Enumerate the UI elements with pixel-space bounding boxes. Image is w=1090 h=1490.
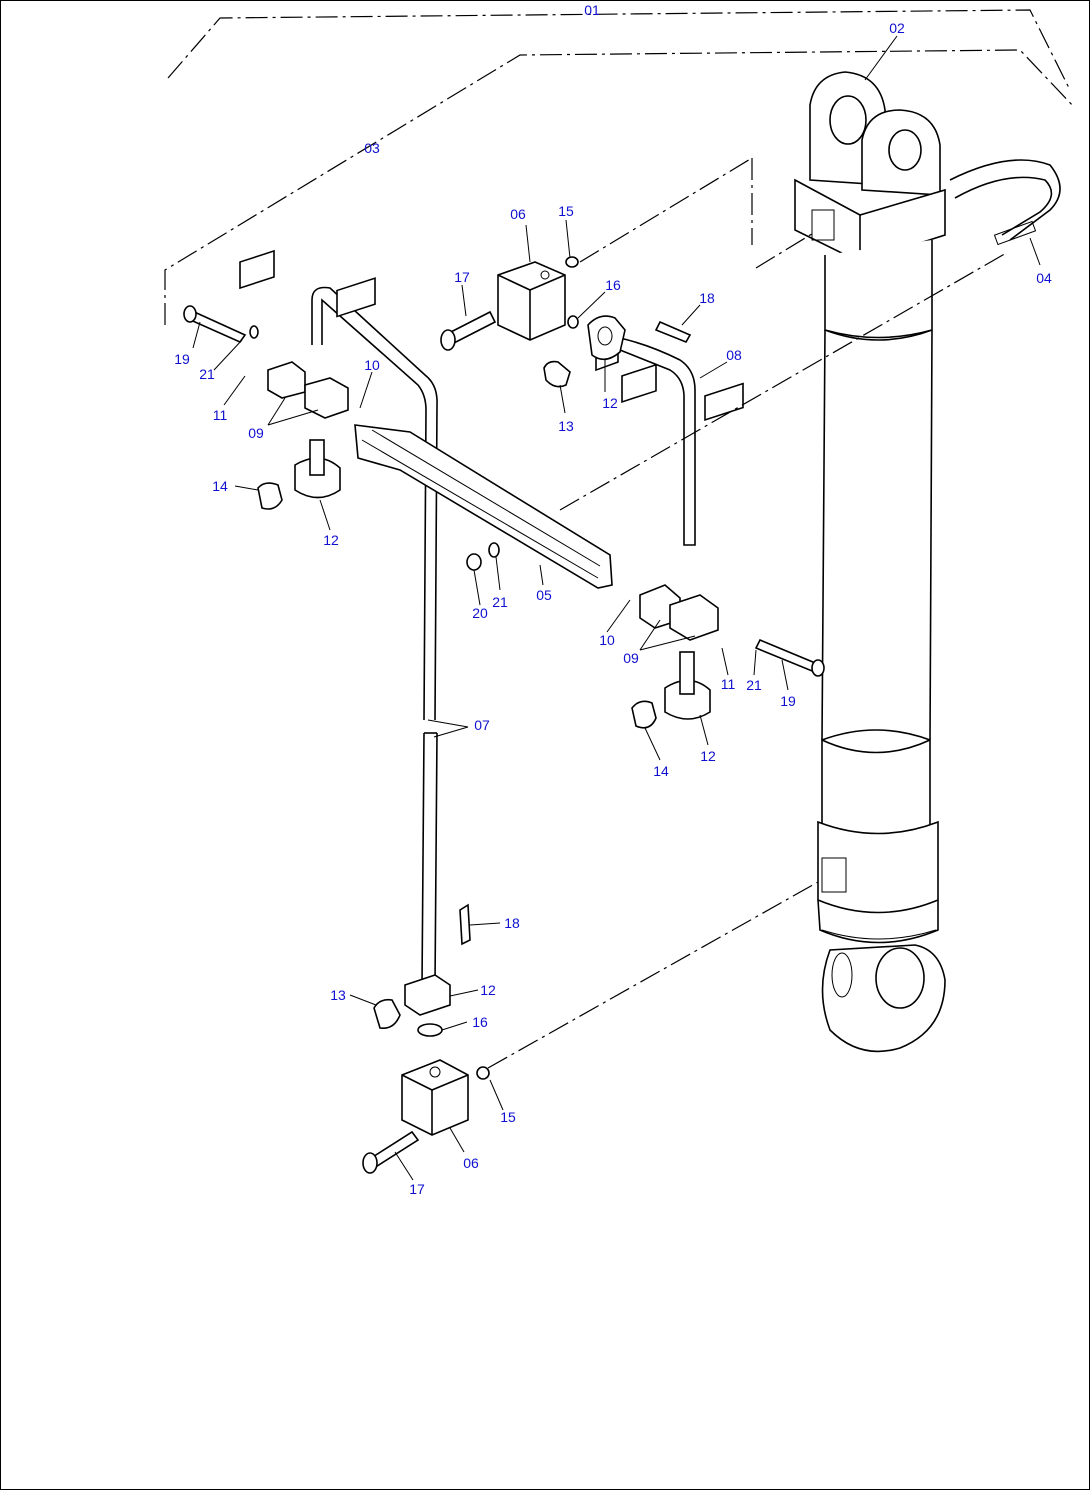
callout-12-bottom: 12 xyxy=(480,982,496,998)
callout-labels: 01 02 03 04 05 06 06 07 08 09 09 10 10 1… xyxy=(174,2,1052,1197)
callout-04: 04 xyxy=(1036,270,1052,286)
connection-lines xyxy=(487,231,1009,1069)
callout-11-right: 11 xyxy=(721,676,736,692)
callout-14-left: 14 xyxy=(212,478,228,494)
callout-09-left: 09 xyxy=(248,425,264,441)
callout-10-right: 10 xyxy=(599,632,615,648)
callout-14-right: 14 xyxy=(653,763,669,779)
clamp-set-right xyxy=(466,363,825,729)
callout-21-mid: 21 xyxy=(492,594,508,610)
tube-07 xyxy=(311,286,438,986)
callout-12-left: 12 xyxy=(323,532,339,548)
callout-21-left: 21 xyxy=(199,366,215,382)
callout-03: 03 xyxy=(364,140,380,156)
callout-19-right: 19 xyxy=(780,693,796,709)
valve-block-06-bottom xyxy=(362,903,490,1174)
callout-12-top: 12 xyxy=(602,395,618,411)
callout-01: 01 xyxy=(584,2,600,18)
callout-20: 20 xyxy=(472,605,488,621)
leader-lines xyxy=(192,35,1041,1181)
clamp-set-left xyxy=(183,249,376,510)
callout-13-top: 13 xyxy=(558,418,574,434)
tube-08 xyxy=(619,337,696,546)
callout-02: 02 xyxy=(889,20,905,36)
callout-21-right: 21 xyxy=(746,677,762,693)
callout-05: 05 xyxy=(536,587,552,603)
callout-16-top: 16 xyxy=(605,277,621,293)
callout-10-left: 10 xyxy=(364,357,380,373)
callout-13-bottom: 13 xyxy=(330,987,346,1003)
valve-block-06-top xyxy=(440,256,692,388)
callout-17-bottom: 17 xyxy=(409,1181,425,1197)
callout-06-top: 06 xyxy=(510,206,526,222)
callout-12-right: 12 xyxy=(700,748,716,764)
callout-08: 08 xyxy=(726,347,742,363)
callout-15-top: 15 xyxy=(558,203,574,219)
callout-11-left: 11 xyxy=(213,407,228,423)
callout-16-bottom: 16 xyxy=(472,1014,488,1030)
hydraulic-cylinder xyxy=(794,71,1061,1053)
callout-09-right: 09 xyxy=(623,650,639,666)
bracket-05 xyxy=(354,326,619,589)
callout-07: 07 xyxy=(474,717,490,733)
callout-17-top: 17 xyxy=(454,269,470,285)
callout-15-bottom: 15 xyxy=(500,1109,516,1125)
callout-19-left: 19 xyxy=(174,351,190,367)
callout-06-bottom: 06 xyxy=(463,1155,479,1171)
callout-18-top: 18 xyxy=(699,290,715,306)
callout-18-bottom: 18 xyxy=(504,915,520,931)
assembly-bracket-lines xyxy=(164,9,1076,325)
